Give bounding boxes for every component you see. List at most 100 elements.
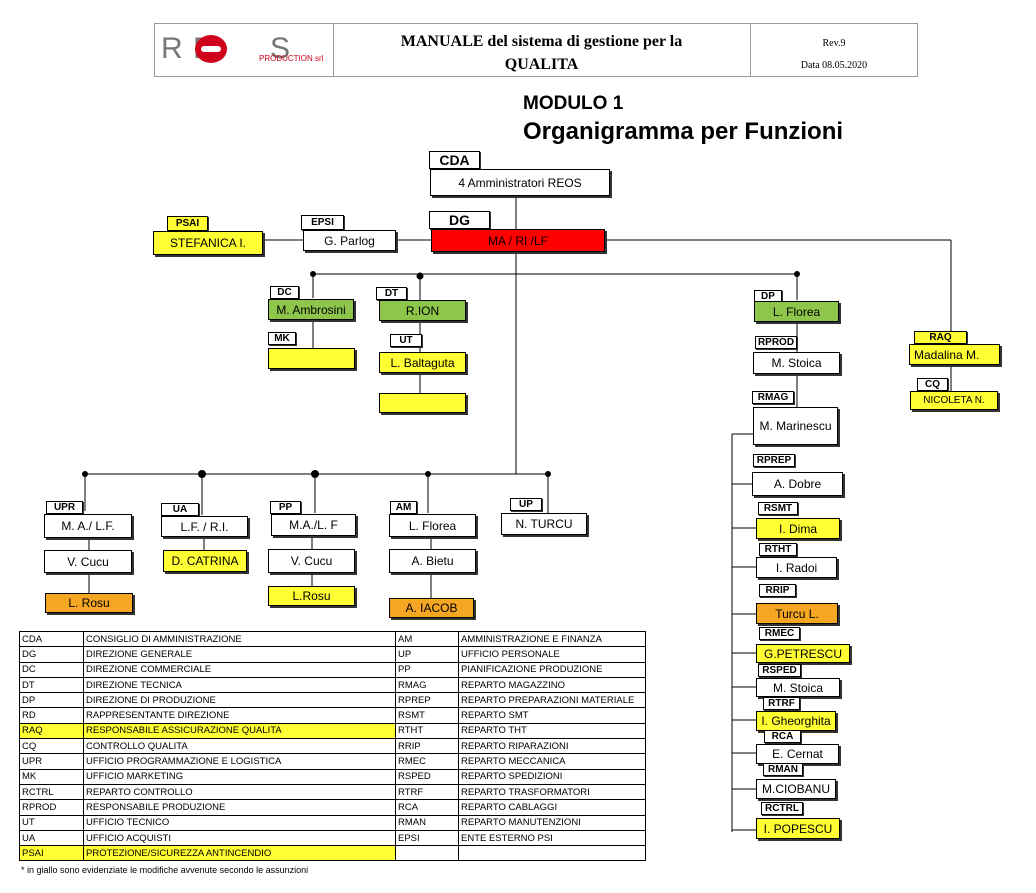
pp-box-cucu: V. Cucu — [268, 549, 355, 573]
rca-label: RCA — [764, 730, 801, 743]
legend-code: UP — [395, 646, 459, 663]
am-box-iacob: A. IACOB — [389, 598, 474, 618]
legend-code: RD — [19, 707, 84, 724]
legend-description: REPARTO CABLAGGI — [458, 799, 646, 816]
legend-description: DIREZIONE GENERALE — [83, 646, 396, 663]
ua-box: L.F. / R.I. — [161, 516, 248, 537]
legend-description: REPARTO MANUTENZIONI — [458, 814, 646, 831]
raq-label: RAQ — [914, 331, 967, 344]
up-label: UP — [510, 498, 542, 511]
rtrf-box: I. Gheorghita — [756, 711, 836, 731]
logo-cell: R E S PRODUCTION srl — [155, 24, 334, 76]
manual-title-line1: MANUALE del sistema di gestione per la — [400, 33, 683, 50]
rsped-box: M. Stoica — [756, 678, 840, 697]
legend-description: DIREZIONE TECNICA — [83, 676, 396, 694]
legend-code: RTRF — [395, 783, 459, 801]
legend-code: DT — [19, 676, 84, 694]
legend-description: REPARTO THT — [458, 722, 646, 740]
rtht-label: RTHT — [759, 543, 797, 556]
rsmt-box: I. Dima — [756, 518, 840, 539]
dt-label: DT — [376, 287, 407, 300]
rctrl-box: I. POPESCU — [756, 818, 840, 839]
upr-label: UPR — [46, 501, 83, 514]
logo-eye-icon — [195, 35, 227, 63]
ut-box-empty — [379, 393, 466, 413]
legend-footnote: * in giallo sono evidenziate le modifich… — [21, 865, 309, 875]
epsi-box: G. Parlog — [303, 230, 396, 251]
upr-box: M. A./ L.F. — [44, 514, 132, 538]
raq-box: Madalina M. — [909, 344, 1000, 365]
rprod-label: RPROD — [755, 336, 797, 349]
rrip-label: RRIP — [759, 584, 796, 597]
upr-box-rosu: L. Rosu — [45, 593, 133, 613]
rtht-box: I. Radoi — [756, 557, 837, 578]
legend-code: UA — [19, 829, 84, 847]
legend-code: DG — [19, 646, 84, 663]
legend-code: RSMT — [395, 707, 459, 724]
legend-description: REPARTO TRASFORMATORI — [458, 783, 646, 801]
legend-code — [395, 845, 459, 862]
legend-description: UFFICIO PERSONALE — [458, 646, 646, 663]
rprep-box: A. Dobre — [752, 472, 843, 496]
cda-label: CDA — [429, 151, 480, 169]
dc-label: DC — [270, 286, 299, 299]
upr-box-cucu: V. Cucu — [44, 550, 132, 573]
legend-description: UFFICIO PROGRAMMAZIONE E LOGISTICA — [83, 753, 396, 770]
rmec-box: G.PETRESCU — [756, 644, 850, 663]
rman-box: M.CIOBANU — [756, 779, 836, 799]
legend-description: REPARTO MECCANICA — [458, 753, 646, 770]
legend-code: CDA — [19, 630, 84, 648]
legend-description: ENTE ESTERNO PSI — [458, 829, 646, 847]
legend-code: MK — [19, 768, 84, 785]
ut-label: UT — [390, 334, 422, 347]
legend-code: RRIP — [395, 738, 459, 755]
legend-code: RPREP — [395, 692, 459, 709]
cq-label: CQ — [917, 378, 948, 391]
am-box-bietu: A. Bietu — [389, 549, 476, 573]
mk-box — [268, 348, 355, 369]
legend-code: RCA — [395, 799, 459, 816]
legend-code: RPROD — [19, 799, 84, 816]
rmag-box: M. Marinescu — [753, 407, 838, 445]
legend-description: RESPONSABILE PRODUZIONE — [83, 799, 396, 816]
ua-label: UA — [161, 503, 199, 516]
epsi-label: EPSI — [301, 215, 344, 230]
legend-code: UPR — [19, 753, 84, 770]
cq-box: NICOLETA N. — [910, 391, 998, 410]
legend-description: RESPONSABILE ASSICURAZIONE QUALITA — [83, 722, 396, 740]
legend-description: UFFICIO TECNICO — [83, 814, 396, 831]
ua-box-catrina: D. CATRINA — [163, 550, 247, 572]
legend-description: REPARTO CONTROLLO — [83, 783, 396, 801]
rsped-label: RSPED — [758, 664, 801, 677]
legend-description: REPARTO SMT — [458, 707, 646, 724]
up-box: N. TURCU — [501, 513, 587, 535]
legend-description: UFFICIO ACQUISTI — [83, 829, 396, 847]
pp-label: PP — [270, 501, 301, 514]
legend-description: CONTROLLO QUALITA — [83, 738, 396, 755]
legend-description: REPARTO SPEDIZIONI — [458, 768, 646, 785]
dc-box: M. Ambrosini — [268, 299, 354, 320]
logo-subtitle: PRODUCTION srl — [259, 54, 324, 63]
rctrl-label: RCTRL — [761, 802, 803, 815]
legend-description: AMMINISTRAZIONE E FINANZA — [458, 630, 646, 648]
legend-description: DIREZIONE COMMERCIALE — [83, 661, 396, 678]
rca-box: E. Cernat — [756, 744, 839, 764]
rtrf-label: RTRF — [763, 697, 800, 710]
legend-code: DC — [19, 661, 84, 678]
revision-date: Data 08.05.2020 — [800, 60, 868, 71]
legend-description: PIANIFICAZIONE PRODUZIONE — [458, 661, 646, 678]
legend-code: PP — [395, 661, 459, 678]
rmag-label: RMAG — [752, 391, 794, 404]
dg-box: MA / RI /LF — [431, 229, 605, 252]
